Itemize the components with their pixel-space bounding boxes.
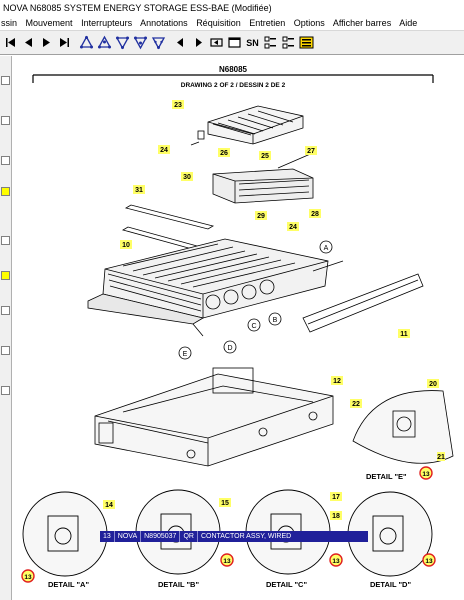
tree-expand-icon[interactable] — [96, 34, 113, 51]
highlight-list-icon[interactable] — [298, 34, 315, 51]
strip-button[interactable] — [1, 346, 10, 355]
drawing-subtitle: DRAWING 2 OF 2 / DESSIN 2 DE 2 — [181, 82, 286, 89]
menu-annotations[interactable]: Annotations — [140, 18, 188, 28]
window-title-bar: NOVA N68085 SYSTEM ENERGY STORAGE ESS-BA… — [0, 0, 464, 16]
detail-a-label: DETAIL "A" — [48, 580, 89, 589]
strip-button[interactable] — [1, 236, 10, 245]
callout-20[interactable]: 20 — [429, 381, 437, 388]
callout-13-c[interactable]: 13 — [332, 558, 340, 565]
callout-13-a[interactable]: 13 — [24, 574, 32, 581]
forward-icon[interactable] — [190, 34, 207, 51]
tooltip-part-number: N8905037 — [140, 531, 179, 542]
toolbar: SN — [0, 30, 464, 55]
callout-10[interactable]: 10 — [122, 242, 130, 249]
tree-select-icon[interactable] — [150, 34, 167, 51]
tree-up-icon[interactable] — [78, 34, 95, 51]
strip-button[interactable] — [1, 156, 10, 165]
menu-mouvement[interactable]: Mouvement — [25, 18, 73, 28]
callout-30[interactable]: 30 — [183, 174, 191, 181]
top-module-illustration — [190, 105, 304, 146]
detail-ref-b: B — [273, 317, 278, 324]
detail-ref-a: A — [324, 245, 329, 252]
drawing-number: N68085 — [219, 65, 248, 74]
callout-31[interactable]: 31 — [135, 187, 143, 194]
strip-button[interactable] — [1, 116, 10, 125]
detail-d-label: DETAIL "D" — [370, 580, 411, 589]
callout-28[interactable]: 28 — [311, 211, 319, 218]
go-first-icon[interactable] — [2, 34, 19, 51]
tooltip-source: NOVA — [113, 531, 140, 542]
menu-afficher-barres[interactable]: Afficher barres — [332, 18, 392, 28]
bracket-illustration — [302, 273, 424, 333]
tree-down-icon[interactable] — [114, 34, 131, 51]
tree-collapse-icon[interactable] — [132, 34, 149, 51]
window-icon[interactable] — [226, 34, 243, 51]
menu-bar: ssin Mouvement Interrupteurs Annotations… — [0, 16, 464, 30]
menu-aide[interactable]: Aide — [399, 18, 418, 28]
callout-24-lower[interactable]: 24 — [289, 224, 297, 231]
menu-options[interactable]: Options — [293, 18, 325, 28]
detail-e-label: DETAIL "E" — [366, 472, 407, 481]
detail-c-label: DETAIL "C" — [266, 580, 307, 589]
return-icon[interactable] — [208, 34, 225, 51]
detail-b-label: DETAIL "B" — [158, 580, 199, 589]
strip-button[interactable] — [1, 306, 10, 315]
callout-14[interactable]: 14 — [105, 502, 113, 509]
battery-tray-illustration — [87, 238, 344, 337]
detail-e-illustration — [352, 390, 454, 464]
callout-26[interactable]: 26 — [220, 150, 228, 157]
callout-13-b[interactable]: 13 — [223, 558, 231, 565]
back-icon[interactable] — [172, 34, 189, 51]
detail-ref-c: C — [251, 323, 256, 330]
menu-dessin[interactable]: ssin — [1, 18, 18, 28]
sn-button[interactable]: SN — [246, 37, 259, 48]
callout-18[interactable]: 18 — [332, 513, 340, 520]
highlight-13-markers — [21, 466, 436, 583]
go-previous-icon[interactable] — [20, 34, 37, 51]
menu-entretien[interactable]: Entretien — [249, 18, 286, 28]
drawing-canvas[interactable]: N68085 DRAWING 2 OF 2 / DESSIN 2 DE 2 — [13, 56, 464, 600]
checklist-icon[interactable] — [262, 34, 279, 51]
tooltip-code: QR — [179, 531, 197, 542]
tooltip-item-number: 13 — [103, 533, 111, 540]
callout-13-e[interactable]: 13 — [422, 471, 430, 478]
frame-illustration — [94, 367, 334, 467]
callout-25[interactable]: 25 — [261, 153, 269, 160]
callout-15[interactable]: 15 — [221, 500, 229, 507]
menu-requisition[interactable]: Réquisition — [196, 18, 241, 28]
detail-ref-d: D — [227, 345, 232, 352]
callout-27[interactable]: 27 — [307, 148, 315, 155]
callout-13-d[interactable]: 13 — [425, 558, 433, 565]
bar-parts-illustration — [121, 204, 215, 253]
tooltip-description: CONTACTOR ASSY, WIRED — [196, 531, 294, 542]
callout-29[interactable]: 29 — [257, 213, 265, 220]
callout-22[interactable]: 22 — [352, 401, 360, 408]
detail-ref-e: E — [183, 351, 188, 358]
strip-button[interactable] — [1, 386, 10, 395]
callout-17[interactable]: 17 — [332, 494, 340, 501]
menu-interrupteurs[interactable]: Interrupteurs — [81, 18, 133, 28]
go-next-icon[interactable] — [38, 34, 55, 51]
callout-24[interactable]: 24 — [160, 147, 168, 154]
strip-button[interactable] — [1, 76, 10, 85]
callout-12[interactable]: 12 — [333, 378, 341, 385]
window-title: NOVA N68085 SYSTEM ENERGY STORAGE ESS-BA… — [3, 3, 272, 13]
detail-a-illustration — [22, 491, 108, 577]
parts-drawing: N68085 DRAWING 2 OF 2 / DESSIN 2 DE 2 — [21, 65, 454, 589]
callout-11[interactable]: 11 — [400, 331, 408, 338]
list-icon[interactable] — [280, 34, 297, 51]
strip-button-highlighted[interactable] — [1, 271, 10, 280]
strip-button-highlighted[interactable] — [1, 187, 10, 196]
callout-21[interactable]: 21 — [437, 454, 445, 461]
callout-23[interactable]: 23 — [174, 102, 182, 109]
part-info-tooltip: 13 NOVA N8905037 QR CONTACTOR ASSY, WIRE… — [100, 531, 368, 542]
left-side-strip — [0, 56, 12, 600]
module-block-illustration — [212, 151, 316, 204]
go-last-icon[interactable] — [56, 34, 73, 51]
